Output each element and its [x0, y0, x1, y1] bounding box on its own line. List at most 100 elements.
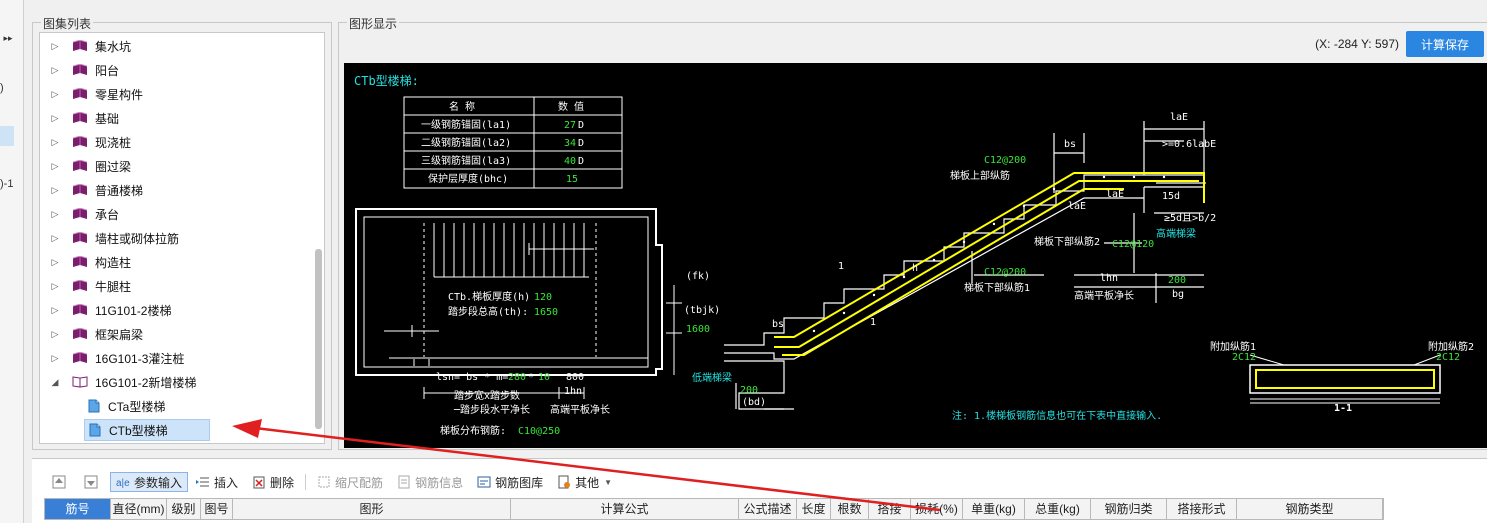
left-strip-selection[interactable]	[0, 126, 14, 146]
column-header[interactable]: 直径(mm)	[111, 499, 167, 519]
collapse-toggle[interactable]: ▸▸	[3, 33, 13, 43]
expand-arrow-icon[interactable]: ▷	[51, 112, 59, 123]
dim-step-width[interactable]: 280	[508, 372, 526, 383]
tree-item[interactable]: ▷集水坑	[40, 35, 310, 57]
column-header[interactable]: 搭接	[869, 499, 911, 519]
expand-arrow-icon[interactable]: ▷	[51, 328, 59, 339]
upper-bar-spec[interactable]: C12@200	[984, 155, 1026, 166]
tree-leaf-label: CTa型楼梯	[108, 399, 166, 414]
scale-rebar-icon	[318, 476, 330, 488]
dim-formula: lsn= bs * m=	[436, 372, 508, 383]
table-row-value[interactable]: 34	[564, 138, 576, 149]
tree-item-label: 构造柱	[95, 255, 132, 270]
label-h: h	[912, 263, 918, 274]
label-bg: bg	[1172, 289, 1184, 300]
value-200-bd[interactable]: 200	[740, 385, 758, 396]
expand-arrow-icon[interactable]: ▷	[51, 208, 59, 219]
label-fk: (fk)	[686, 271, 710, 282]
expand-arrow-icon[interactable]: ▷	[51, 304, 59, 315]
delete-button[interactable]: 删除	[246, 472, 300, 492]
section-cut-mark: 1	[870, 317, 876, 328]
expand-arrow-icon[interactable]: ▷	[51, 352, 59, 363]
tree-leaf[interactable]: CTa型楼梯	[84, 395, 173, 417]
table-row-value[interactable]: 40	[564, 156, 576, 167]
expand-arrow-icon[interactable]: ▷	[51, 136, 59, 147]
lower-bar1-spec[interactable]: C12@200	[984, 267, 1026, 278]
column-header[interactable]: 总重(kg)	[1025, 499, 1091, 519]
value-200-bg[interactable]: 200	[1168, 275, 1186, 286]
column-header[interactable]: 钢筋归类	[1091, 499, 1167, 519]
expand-arrow-icon[interactable]: ▷	[51, 184, 59, 195]
column-header[interactable]: 图号	[201, 499, 233, 519]
extra-bar1-spec[interactable]: 2C12	[1232, 352, 1256, 363]
other-dropdown-button[interactable]: 其他 ▼	[551, 472, 618, 492]
other-icon	[558, 475, 571, 489]
expand-arrow-icon[interactable]: ▷	[51, 40, 59, 51]
move-up-button[interactable]	[46, 472, 76, 492]
plan-thickness-value[interactable]: 120	[534, 292, 552, 303]
expand-arrow-icon[interactable]: ▷	[51, 232, 59, 243]
expand-arrow-icon[interactable]: ▷	[51, 64, 59, 75]
tree-item[interactable]: ▷16G101-3灌注桩	[40, 347, 310, 369]
plan-height-value[interactable]: 1650	[534, 307, 558, 318]
other-label: 其他	[575, 475, 600, 490]
tree-item[interactable]: ◢16G101-2新增楼梯	[40, 371, 310, 393]
extra-bar2-label: 附加纵筋2	[1428, 340, 1474, 353]
graphic-display-panel: 图形显示 (X: -284 Y: 597) 计算保存 CTb型楼梯: 名 称	[338, 15, 1487, 450]
tree-item[interactable]: ▷ 构造柱	[40, 251, 310, 273]
tree-item[interactable]: ▷墙柱或砌体拉筋	[40, 227, 310, 249]
tree-leaf[interactable]: CTb型楼梯	[84, 419, 210, 441]
tree-item[interactable]: ▷基础	[40, 107, 310, 129]
column-header[interactable]: 搭接形式	[1167, 499, 1237, 519]
extra-bar2-spec[interactable]: 2C12	[1436, 352, 1460, 363]
tree-item[interactable]: ▷ 普通楼梯	[40, 179, 310, 201]
column-header[interactable]: 筋号	[45, 499, 111, 519]
chevron-down-icon: ▼	[604, 477, 613, 487]
dim-step-count[interactable]: 10	[538, 372, 550, 383]
tree-item[interactable]: ▷承台	[40, 203, 310, 225]
expand-arrow-icon[interactable]: ▷	[51, 160, 59, 171]
arrow-up-icon	[52, 475, 66, 489]
lower-bar2-spec[interactable]: C12@120	[1112, 239, 1154, 250]
column-header[interactable]: 公式描述	[739, 499, 797, 519]
tree-item[interactable]: ▷牛腿柱	[40, 275, 310, 297]
atlas-tree[interactable]: ▷集水坑▷阳台▷零星构件▷基础▷现浇桩▷圈过梁▷普通楼梯▷承台▷墙柱或砌体拉筋▷…	[39, 32, 325, 444]
column-header[interactable]: 损耗(%)	[911, 499, 963, 519]
table-row-unit: D	[578, 138, 584, 149]
step-note-2: ─踏步段水平净长	[453, 403, 530, 416]
tree-item[interactable]: ▷阳台	[40, 59, 310, 81]
tree-item[interactable]: ▷圈过梁	[40, 155, 310, 177]
column-header[interactable]: 长度	[797, 499, 831, 519]
tree-item-label: 普通楼梯	[95, 183, 144, 198]
expand-arrow-icon[interactable]: ▷	[51, 280, 59, 291]
table-row-value[interactable]: 15	[566, 174, 578, 185]
expand-arrow-icon[interactable]: ▷	[51, 88, 59, 99]
column-header[interactable]: 单重(kg)	[963, 499, 1025, 519]
tree-item[interactable]: ▷零星构件	[40, 83, 310, 105]
table-row-value[interactable]: 27	[564, 120, 576, 131]
insert-button[interactable]: 插入	[190, 472, 244, 492]
rebar-library-button[interactable]: 钢筋图库	[471, 472, 549, 492]
scale-rebar-label: 缩尺配筋	[335, 475, 384, 490]
table-head-value: 数 值	[558, 100, 584, 113]
drawing-canvas[interactable]: CTb型楼梯: 名 称 数 值 一级钢筋锚固(la1) 27 D 二级	[344, 63, 1487, 448]
tree-item[interactable]: ▷现浇桩	[40, 131, 310, 153]
scale-rebar-button[interactable]: 缩尺配筋	[311, 472, 389, 492]
column-header[interactable]: 计算公式	[511, 499, 739, 519]
param-input-button[interactable]: a|e 参数输入	[110, 472, 189, 492]
column-header[interactable]: 图形	[233, 499, 511, 519]
column-header[interactable]: 钢筋类型	[1237, 499, 1383, 519]
expanded-arrow-icon[interactable]: ◢	[51, 376, 59, 387]
distribution-bar-label: 梯板分布钢筋:	[440, 424, 506, 437]
rebar-info-button[interactable]: 钢筋信息	[391, 472, 469, 492]
distribution-bar-value[interactable]: C10@250	[518, 426, 560, 437]
column-header[interactable]: 级别	[167, 499, 201, 519]
expand-arrow-icon[interactable]: ▷	[51, 256, 59, 267]
value-1600[interactable]: 1600	[686, 324, 710, 335]
tree-item[interactable]: ▷11G101-2楼梯	[40, 299, 310, 321]
column-header[interactable]: 根数	[831, 499, 869, 519]
tree-scrollbar[interactable]	[315, 249, 322, 429]
move-down-button[interactable]	[78, 472, 108, 492]
tree-item[interactable]: ▷框架扁梁	[40, 323, 310, 345]
calculate-save-button[interactable]: 计算保存	[1406, 31, 1484, 57]
